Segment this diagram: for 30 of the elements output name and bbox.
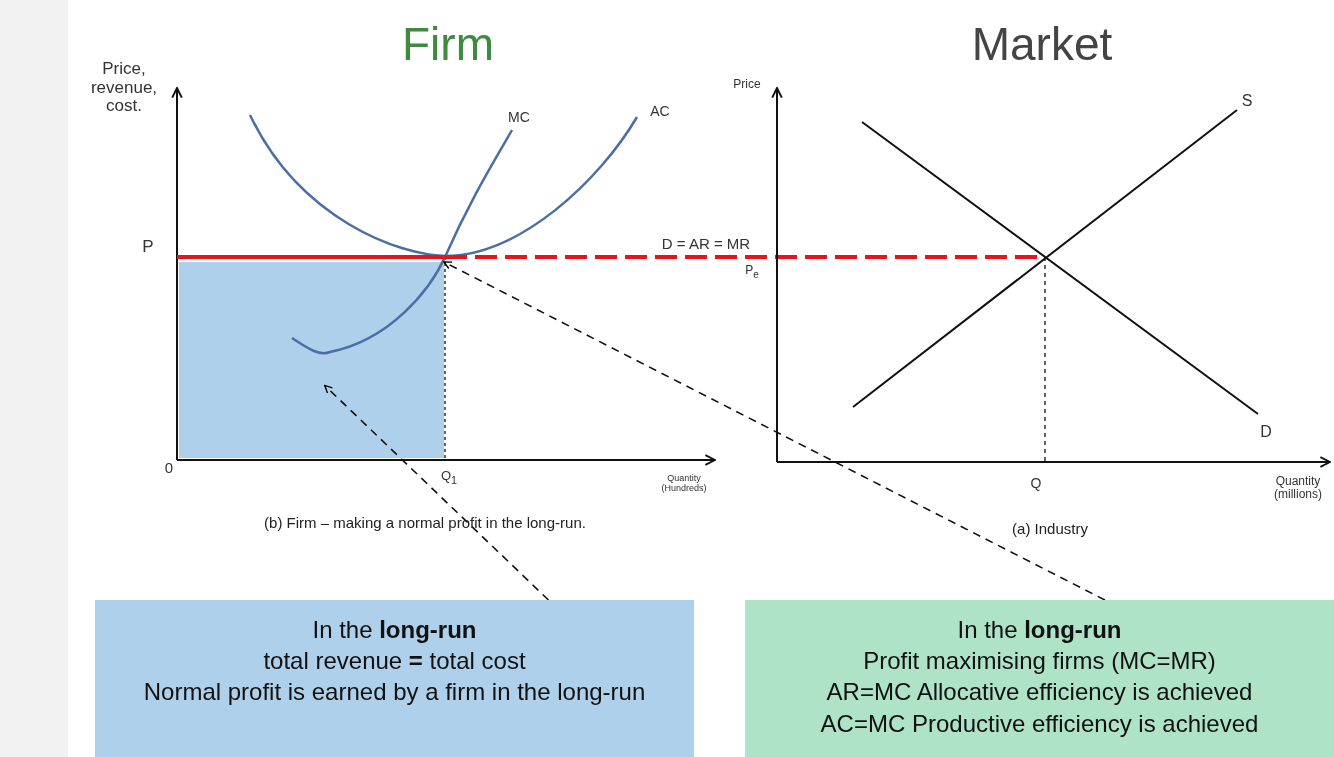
chart-heading: Firm — [402, 18, 494, 70]
curve-label: AC — [650, 104, 670, 120]
text-box — [95, 600, 694, 757]
chart-heading: Market — [971, 18, 1113, 70]
box-heading: In the long-run — [311, 615, 478, 645]
box-text: AR=MC Allocative efficiency is achieved — [825, 677, 1254, 708]
curve-label: D = AR = MR — [661, 235, 751, 253]
box-heading: In the long-run — [956, 615, 1123, 645]
axis-tick-label: 0 — [164, 459, 174, 477]
axis-tick-label: Q — [1030, 476, 1042, 492]
curve-label: MC — [508, 110, 530, 126]
chart-caption: (b) Firm – making a normal profit in the long-run. — [264, 514, 586, 532]
chart-caption: (a) Industry — [1012, 520, 1088, 538]
curve-label: S — [1241, 92, 1253, 110]
shaded-area — [179, 262, 444, 458]
curve-label: D — [1260, 423, 1272, 441]
axis-title: Price — [733, 78, 761, 92]
axis-tick-label: Q$_{1}$ — [440, 469, 458, 487]
text-box — [745, 600, 1334, 757]
leader-line — [323, 384, 550, 601]
box-text: Profit maximising firms (MC=MR) — [862, 646, 1217, 677]
axis-title: Price, revenue, cost. — [89, 59, 159, 117]
axis-title: Quantity (millions) — [1273, 474, 1323, 502]
box-text: Normal profit is earned by a firm in the long-run — [142, 677, 647, 708]
axis-title: Quantity (Hundreds) — [660, 474, 708, 494]
box-text: total revenue = total cost — [262, 646, 527, 677]
axis-tick-label: P$_{e}$ — [745, 264, 759, 280]
axis-tick-label: P — [142, 237, 154, 257]
leader-line — [443, 261, 1106, 601]
box-text: AC=MC Productive efficiency is achieved — [819, 708, 1260, 739]
